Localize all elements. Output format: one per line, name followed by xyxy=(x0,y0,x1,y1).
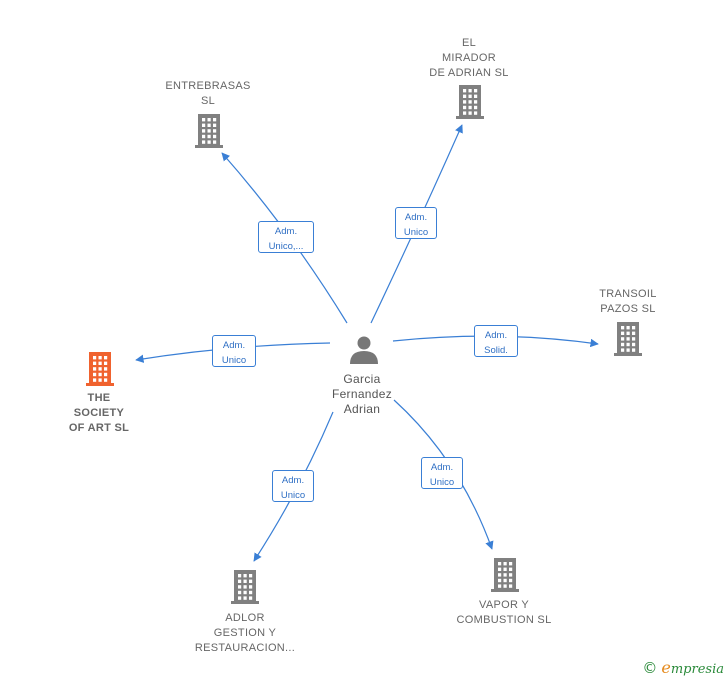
relation-label-line: Adm. xyxy=(404,212,428,223)
person-name-line: Fernandez xyxy=(331,387,393,401)
company-label-line: DE ADRIAN SL xyxy=(429,67,509,79)
relation-label-line: Solid. xyxy=(484,345,508,356)
brand-initial: e xyxy=(661,658,671,677)
relation-label-line: Unico xyxy=(429,477,455,488)
company-label-line: VAPOR Y xyxy=(479,599,529,611)
relation-label-adlor[interactable]: Adm. Unico xyxy=(272,470,314,502)
company-label-line: TRANSOIL xyxy=(599,288,657,300)
company-label-el-mirador[interactable]: EL MIRADOR DE ADRIAN SL xyxy=(409,36,529,81)
company-label-entrebrasas[interactable]: ENTREBRASAS SL xyxy=(148,79,268,109)
brand-footer: ©empresia xyxy=(642,658,724,677)
relation-label-line: Adm. xyxy=(281,475,305,486)
person-name-line: Adrian xyxy=(343,402,381,416)
copyright-icon: © xyxy=(642,659,658,677)
building-icon-vapor[interactable] xyxy=(491,558,519,592)
relation-label-el-mirador[interactable]: Adm. Unico xyxy=(395,207,437,239)
company-label-vapor[interactable]: VAPOR Y COMBUSTION SL xyxy=(444,598,564,628)
relation-label-line: Unico xyxy=(403,227,429,238)
company-label-line: ENTREBRASAS xyxy=(165,80,251,92)
company-label-the-society[interactable]: THE SOCIETY OF ART SL xyxy=(39,391,159,436)
relation-label-entrebrasas[interactable]: Adm. Unico,... xyxy=(258,221,314,253)
relation-label-line: Adm. xyxy=(274,226,298,237)
relation-label-line: Adm. xyxy=(222,340,246,351)
building-icon-transoil[interactable] xyxy=(614,322,642,356)
company-label-line: GESTION Y xyxy=(213,627,277,639)
relation-label-line: Unico,... xyxy=(268,241,304,252)
building-icon-entrebrasas[interactable] xyxy=(195,114,223,148)
company-label-adlor[interactable]: ADLOR GESTION Y RESTAURACION... xyxy=(185,611,305,656)
building-icon-adlor[interactable] xyxy=(231,570,259,604)
building-icon-el-mirador[interactable] xyxy=(456,85,484,119)
relation-label-the-society[interactable]: Adm. Unico xyxy=(212,335,256,367)
relation-label-line: Unico xyxy=(280,490,306,501)
company-label-line: SL xyxy=(200,95,216,107)
company-label-line: SOCIETY xyxy=(73,407,125,419)
person-icon[interactable] xyxy=(350,336,378,365)
building-icon-the-society[interactable] xyxy=(86,352,114,386)
company-label-line: EL xyxy=(461,37,477,49)
company-label-line: RESTAURACION... xyxy=(194,642,296,654)
relation-label-transoil[interactable]: Adm. Solid. xyxy=(474,325,518,357)
company-label-transoil[interactable]: TRANSOIL PAZOS SL xyxy=(568,287,688,317)
company-label-line: PAZOS SL xyxy=(600,303,656,315)
relation-label-line: Adm. xyxy=(430,462,454,473)
company-label-line: MIRADOR xyxy=(441,52,497,64)
company-label-line: COMBUSTION SL xyxy=(456,614,552,626)
person-name-line: Garcia xyxy=(343,372,381,386)
company-label-line: THE xyxy=(87,392,111,404)
relation-label-line: Unico xyxy=(221,355,247,366)
company-label-line: ADLOR xyxy=(225,612,265,624)
relation-label-line: Adm. xyxy=(484,330,508,341)
company-label-line: OF ART SL xyxy=(68,422,130,434)
brand-name: mpresia xyxy=(670,662,724,677)
relation-label-vapor[interactable]: Adm. Unico xyxy=(421,457,463,489)
